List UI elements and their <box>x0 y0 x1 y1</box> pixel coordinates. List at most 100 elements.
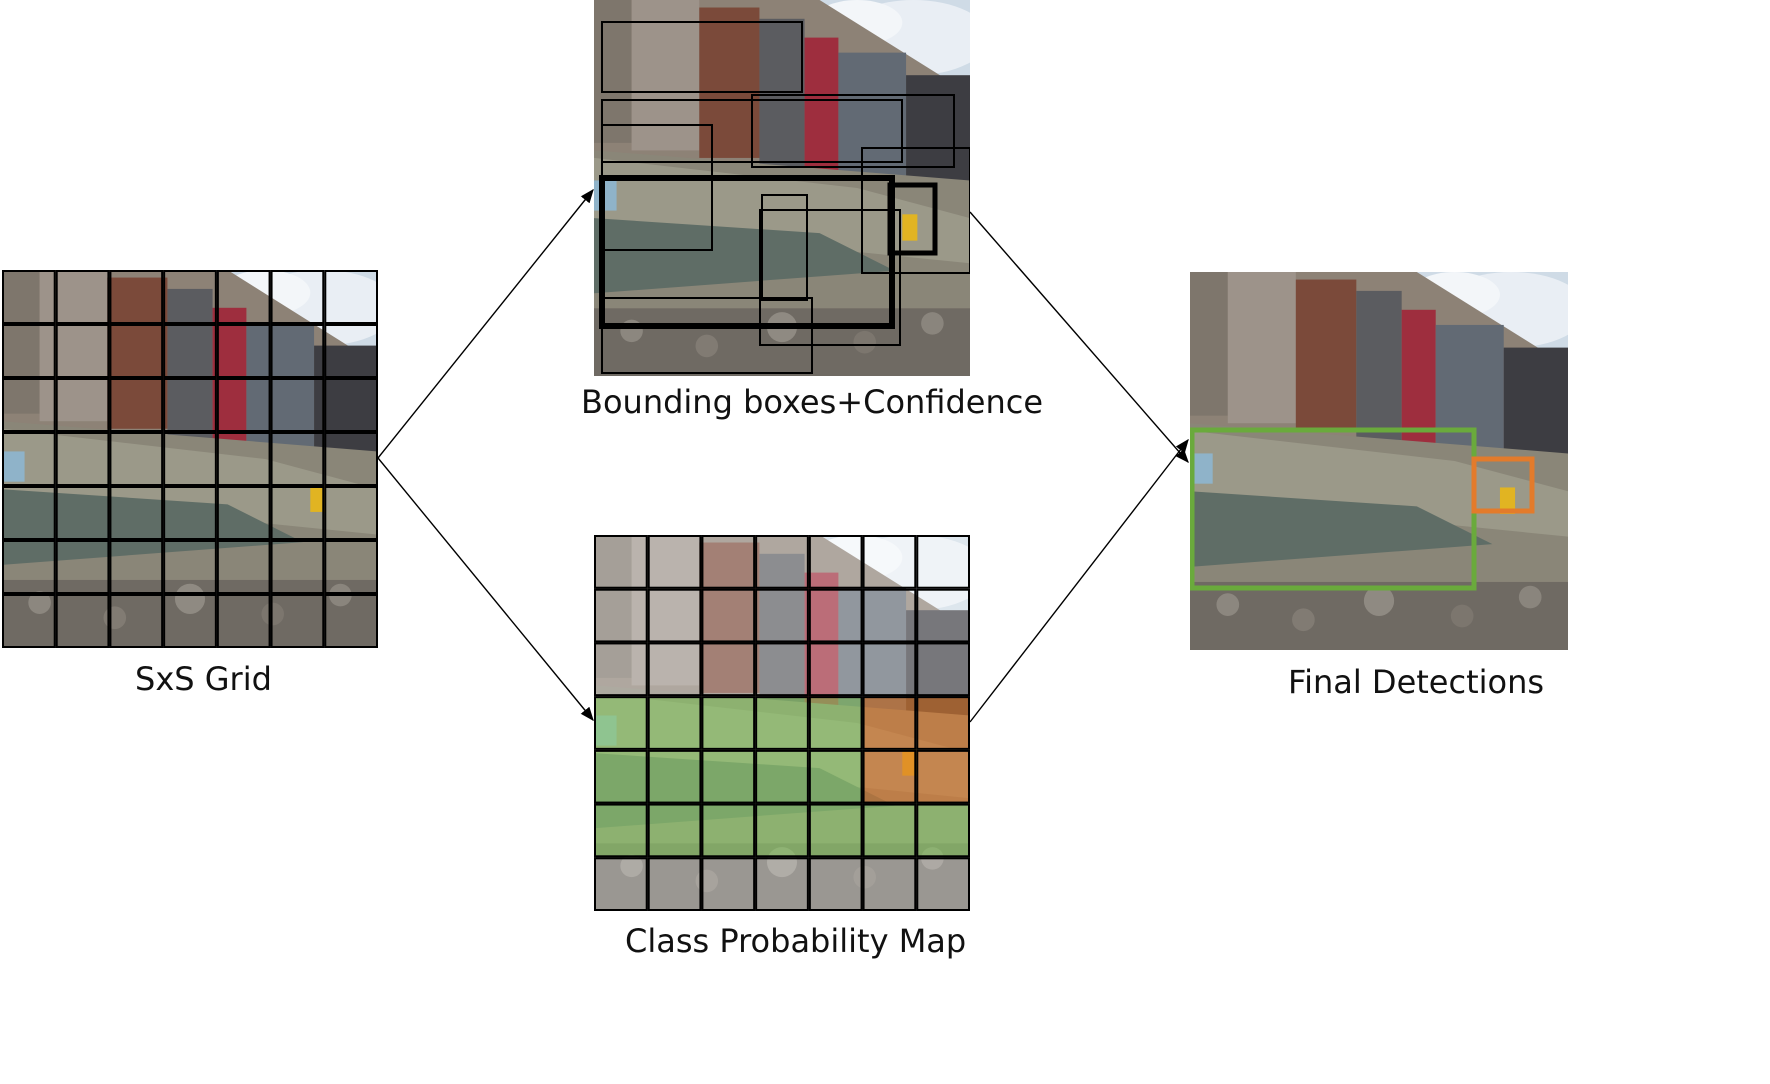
grid-cell <box>324 270 378 324</box>
class-map-panel <box>594 535 970 911</box>
class-cell-green <box>808 749 863 804</box>
grid-cell <box>270 540 325 594</box>
grid-cell <box>216 540 271 594</box>
grid-cell <box>2 270 56 324</box>
bounding-box <box>601 21 803 93</box>
class-cell-neutral <box>755 588 809 643</box>
class-cell-neutral <box>647 588 702 643</box>
class-cell-green <box>916 803 970 858</box>
class-cell-green <box>755 749 809 804</box>
class-cell-neutral <box>916 535 970 589</box>
grid-cell <box>109 432 164 486</box>
grid-cell <box>270 432 325 486</box>
class-cell-green <box>808 803 863 858</box>
grid-cell <box>2 594 56 648</box>
grid-cell <box>216 486 271 540</box>
grid-cell <box>163 594 217 648</box>
class-cell-neutral <box>808 535 863 589</box>
grid-cell <box>55 486 110 540</box>
bounding-box <box>759 209 901 346</box>
grid-cell <box>270 270 325 324</box>
class-cell-green <box>594 749 648 804</box>
class-cell-neutral <box>594 857 648 911</box>
class-cell-neutral <box>755 642 809 697</box>
class-cell-neutral <box>916 857 970 911</box>
grid-cell <box>270 594 325 648</box>
class-cell-neutral <box>594 588 648 643</box>
grid-cell <box>163 540 217 594</box>
class-cell-green <box>701 696 756 750</box>
grid-cell <box>216 378 271 432</box>
grid-cell <box>2 540 56 594</box>
grid-cell <box>55 432 110 486</box>
grid-cell <box>270 486 325 540</box>
grid-cell <box>324 324 378 378</box>
class-cell-neutral <box>755 535 809 589</box>
class-cell-green <box>755 803 809 858</box>
class-cell-neutral <box>862 535 917 589</box>
class-cell-green <box>701 803 756 858</box>
grid-cell <box>163 270 217 324</box>
class-cell-neutral <box>647 642 702 697</box>
boxes-caption: Bounding boxes+Confidence <box>581 383 1044 421</box>
grid-overlay <box>2 270 378 648</box>
class-cell-green <box>647 803 702 858</box>
class-cell-orange <box>916 749 970 804</box>
grid-cell <box>109 324 164 378</box>
class-cell-orange <box>862 749 917 804</box>
grid-cell <box>324 486 378 540</box>
class-cell-neutral <box>701 535 756 589</box>
grid-cell <box>2 486 56 540</box>
class-cell-neutral <box>701 588 756 643</box>
bounding-box <box>761 194 808 301</box>
grid-cell <box>55 270 110 324</box>
orange-detection-box <box>1471 456 1535 514</box>
grid-cell <box>109 270 164 324</box>
grid-cell <box>216 324 271 378</box>
bounding-box <box>751 94 955 168</box>
grid-cell <box>324 432 378 486</box>
bounding-box <box>887 182 938 256</box>
class-cell-green <box>808 696 863 750</box>
arrow-classmap-to-final <box>969 438 1189 723</box>
bounding-box <box>601 297 813 374</box>
bounding-boxes-overlay <box>599 21 970 374</box>
class-cell-neutral <box>916 588 970 643</box>
class-cell-green <box>647 749 702 804</box>
class-cell-neutral <box>808 642 863 697</box>
grid-cell <box>324 594 378 648</box>
grid-cell <box>324 540 378 594</box>
class-cell-green <box>647 696 702 750</box>
class-cell-neutral <box>862 588 917 643</box>
class-cell-green <box>862 803 917 858</box>
class-cell-green <box>594 696 648 750</box>
grid-cell <box>216 432 271 486</box>
class-cell-neutral <box>594 535 648 589</box>
grid-caption: SxS Grid <box>135 660 272 698</box>
grid-cell <box>216 594 271 648</box>
class-cell-neutral <box>594 642 648 697</box>
grid-cell <box>55 540 110 594</box>
final-panel <box>1190 272 1568 650</box>
grid-cell <box>55 324 110 378</box>
grid-cell <box>163 432 217 486</box>
grid-cell <box>163 486 217 540</box>
class-cell-neutral <box>808 588 863 643</box>
class-cell-neutral <box>862 642 917 697</box>
arrow-grid-to-boxes <box>377 188 594 459</box>
class-cell-neutral <box>647 535 702 589</box>
arrow-boxes-to-final <box>969 211 1189 464</box>
class-cell-neutral <box>701 642 756 697</box>
arrow-grid-to-classmap <box>377 457 594 722</box>
grid-cell <box>109 378 164 432</box>
grid-panel <box>2 270 378 648</box>
class-cell-green <box>594 803 648 858</box>
grid-cell <box>2 432 56 486</box>
class-cell-neutral <box>701 857 756 911</box>
class-cell-neutral <box>808 857 863 911</box>
grid-cell <box>324 378 378 432</box>
grid-cell <box>55 378 110 432</box>
class-cell-neutral <box>755 857 809 911</box>
class-cell-orange <box>916 696 970 750</box>
grid-cell <box>109 594 164 648</box>
